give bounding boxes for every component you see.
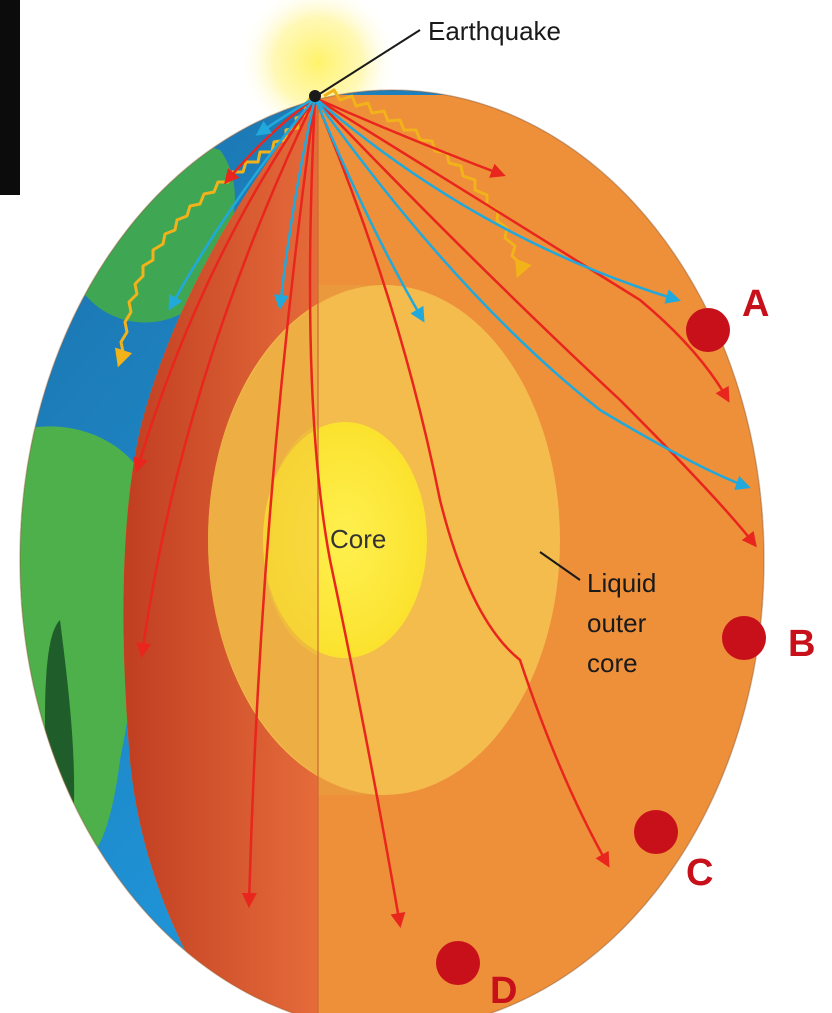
epicenter-point <box>309 90 321 102</box>
p-wave-ray <box>314 97 757 548</box>
station-c: C <box>634 810 713 894</box>
p-wave-ray <box>241 97 317 908</box>
s-waves <box>168 96 751 491</box>
earthquake-label: Earthquake <box>428 16 561 46</box>
corner-tab <box>0 0 20 195</box>
s-wave-ray <box>255 96 316 136</box>
globe-outline <box>19 89 765 1013</box>
s-wave-ray <box>314 97 681 304</box>
station-d: D <box>436 941 517 1012</box>
outer-core-leader-line <box>539 551 581 581</box>
s-wave-ray <box>273 97 317 310</box>
p-wave-ray <box>136 97 317 658</box>
station-marker <box>722 616 766 660</box>
p-wave-ray <box>133 97 317 473</box>
outer-core-label-line2: outer <box>587 608 647 638</box>
s-wave-ray <box>168 97 316 311</box>
station-label: C <box>686 852 713 894</box>
station-marker <box>436 941 480 985</box>
p-wave-ray <box>308 97 406 928</box>
p-wave-ray <box>314 96 506 178</box>
station-marker <box>634 810 678 854</box>
station-b: B <box>722 616 815 665</box>
outer-core-label-line1: Liquid <box>587 568 656 598</box>
core-label: Core <box>330 524 386 554</box>
station-label: B <box>788 623 815 665</box>
surface-wave-left <box>115 95 314 368</box>
station-label: D <box>490 970 517 1012</box>
s-wave-ray <box>313 97 425 323</box>
inner-core-shadow <box>263 424 318 656</box>
outer-core-label-line3: core <box>587 648 638 678</box>
p-wave-ray <box>313 97 610 868</box>
s-wave-ray <box>313 97 751 491</box>
station-marker <box>686 308 730 352</box>
station-a: A <box>686 283 769 352</box>
earthquake-leader-line <box>317 29 421 96</box>
station-label: A <box>742 283 769 325</box>
